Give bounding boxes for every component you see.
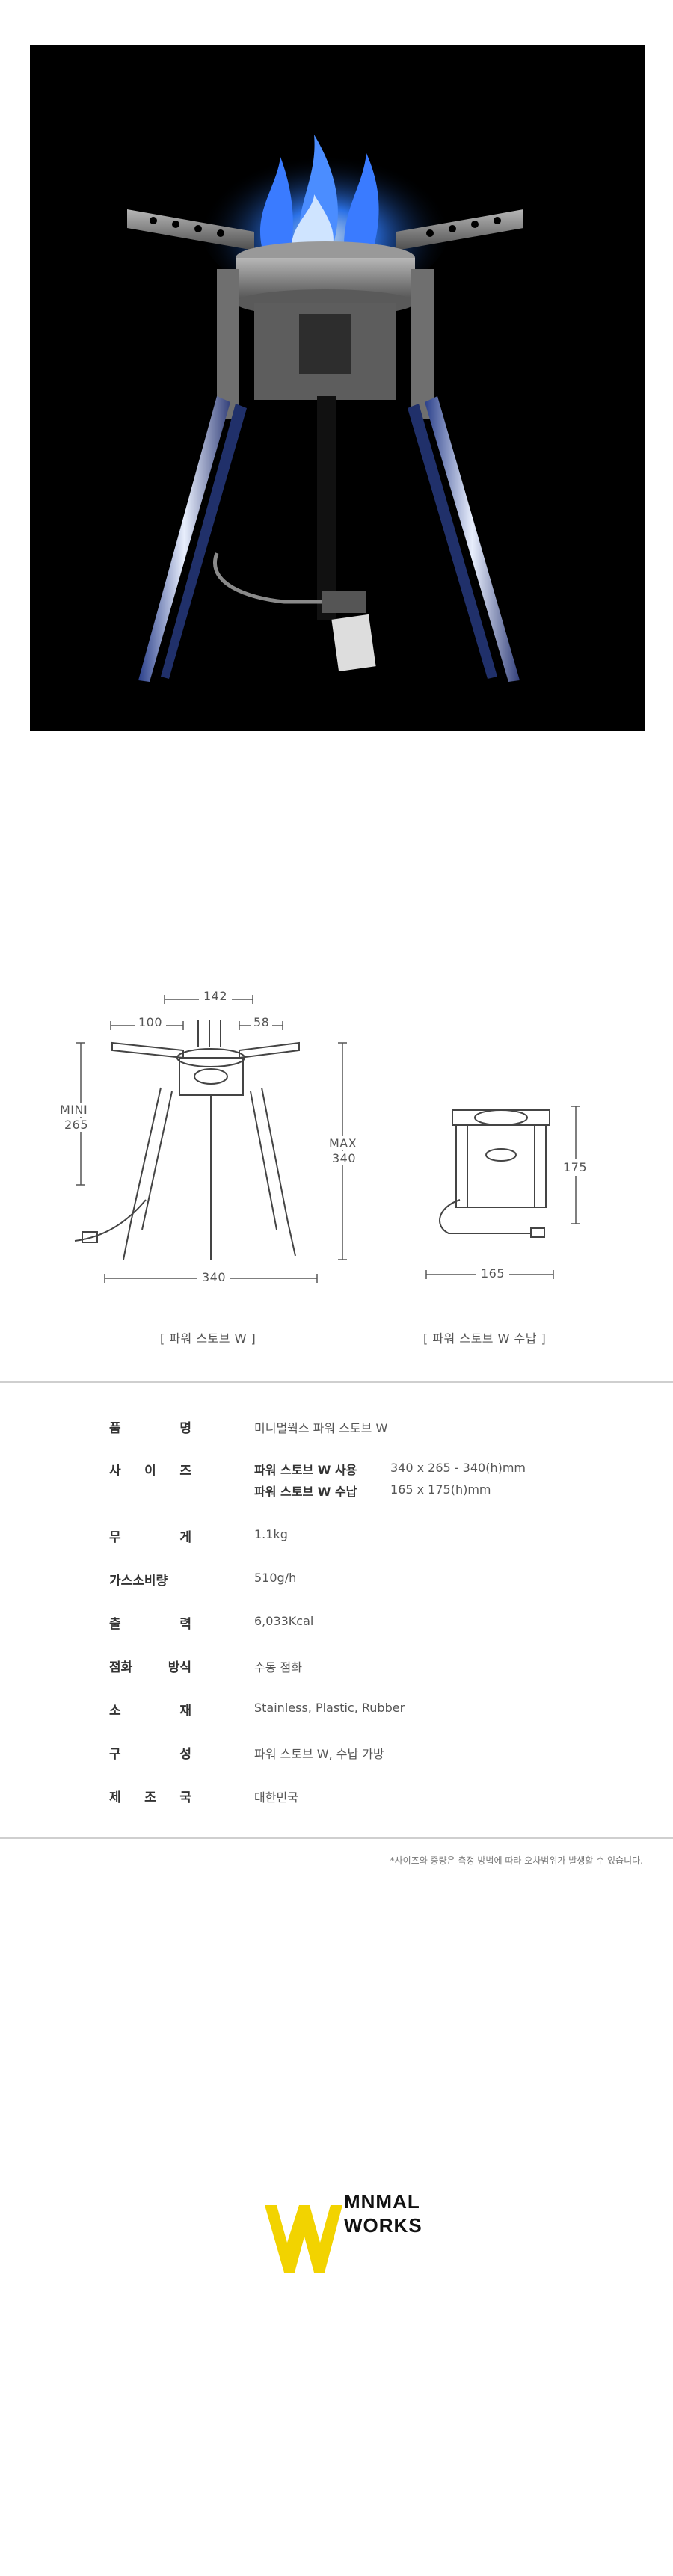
size-row-name: 파워 스토브 W 수납 <box>254 1485 357 1499</box>
folded-stove-lineart <box>439 1109 550 1238</box>
spec-value-origin: 대한민국 <box>254 1790 298 1805</box>
spec-label-output: 출 력 <box>109 1617 191 1632</box>
mw-logo-icon <box>265 2205 342 2273</box>
size-row-name: 파워 스토브 W 사용 <box>254 1463 357 1477</box>
dim-mini-label: MINI <box>60 1103 88 1117</box>
gas-hose <box>213 552 376 672</box>
caption-open: [ 파워 스토브 W ] <box>160 1331 256 1346</box>
dim-folded-width: 165 <box>476 1266 510 1281</box>
brand-name-line2: WORKS <box>344 2214 422 2237</box>
spec-label-material: 소 재 <box>109 1704 191 1719</box>
spec-label-size: 사 이 즈 <box>109 1464 191 1479</box>
dim-max-value: 340 <box>331 1151 358 1165</box>
spec-label-components: 구 성 <box>109 1747 191 1762</box>
spec-label-gas-consumption: 가스소비량 <box>109 1574 168 1589</box>
spec-label-weight: 무 게 <box>109 1530 191 1545</box>
spec-label-origin: 제 조 국 <box>109 1790 191 1805</box>
spec-label-ignition: 점화 방식 <box>109 1660 191 1675</box>
stove-legs <box>138 396 520 682</box>
spec-value-gas-consumption: 510g/h <box>254 1571 297 1585</box>
dim-base-width: 340 <box>197 1270 231 1284</box>
spec-value-ignition: 수동 점화 <box>254 1660 302 1674</box>
dim-mini-value: 265 <box>64 1118 89 1132</box>
dim-max-label: MAX <box>328 1136 359 1150</box>
spec-value-weight: 1.1kg <box>254 1527 288 1541</box>
size-row-value: 340 x 265 - 340(h)mm <box>390 1461 526 1475</box>
dimension-diagram: 142 100 58 MINI 265 MAX 340 340 175 165 <box>60 976 588 1349</box>
dim-right-span: 58 <box>251 1015 273 1029</box>
burner-body <box>217 241 434 419</box>
pot-support <box>127 209 523 250</box>
stove-photo-illustration <box>30 45 645 731</box>
spec-value-material: Stainless, Plastic, Rubber <box>254 1701 405 1715</box>
brand-name-line1: MNMAL <box>344 2190 420 2213</box>
dim-folded-height: 175 <box>563 1159 588 1176</box>
spec-value-product-name: 미니멀웍스 파워 스토브 W <box>254 1421 388 1435</box>
spec-value-components: 파워 스토브 W, 수납 가방 <box>254 1747 384 1761</box>
spec-label-product-name: 품 명 <box>109 1421 191 1436</box>
product-photo <box>30 45 645 731</box>
measurement-note: *사이즈와 중량은 측정 방법에 따라 오차범위가 발생할 수 있습니다. <box>390 1855 643 1866</box>
spec-bottom-rule <box>0 1837 673 1839</box>
brand-logo-mark <box>262 2190 351 2278</box>
caption-folded: [ 파워 스토브 W 수납 ] <box>423 1331 547 1346</box>
dim-top-span: 142 <box>199 989 233 1003</box>
spec-top-rule <box>0 1381 673 1383</box>
size-row-value: 165 x 175(h)mm <box>390 1482 491 1497</box>
dim-left-span: 100 <box>135 1015 167 1029</box>
open-stove-lineart <box>74 1020 300 1260</box>
spec-value-output: 6,033Kcal <box>254 1614 314 1628</box>
